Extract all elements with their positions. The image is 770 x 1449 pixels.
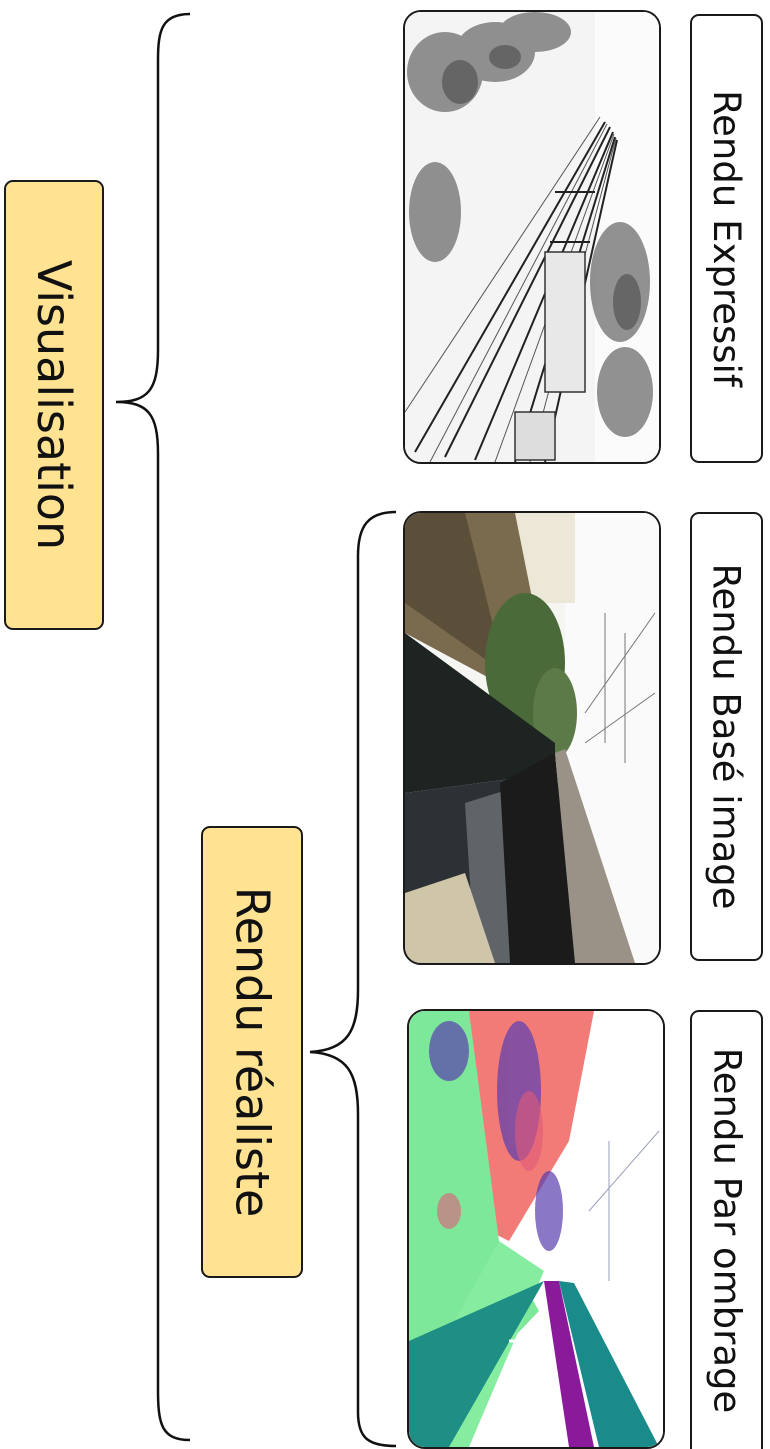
rendu-base-image-label-box: Rendu Basé image — [690, 512, 763, 961]
rendu-realiste-node: Rendu réaliste — [201, 826, 303, 1278]
rendu-par-ombrage-image — [407, 1009, 665, 1449]
rendu-base-image-label: Rendu Basé image — [705, 563, 748, 910]
rendu-par-ombrage-label-box: Rendu Par ombrage — [690, 1010, 763, 1449]
rendu-expressif-image — [403, 10, 661, 464]
rendu-expressif-label: Rendu Expressif — [705, 90, 748, 387]
rendu-realiste-label: Rendu réaliste — [225, 886, 279, 1218]
rendu-base-image-image — [403, 511, 661, 965]
realiste-brace — [309, 510, 397, 1448]
rendu-expressif-label-box: Rendu Expressif — [690, 14, 763, 463]
visualisation-node: Visualisation — [4, 180, 104, 630]
rendu-par-ombrage-label: Rendu Par ombrage — [705, 1047, 748, 1414]
root-brace — [115, 12, 191, 1442]
visualisation-label: Visualisation — [27, 259, 81, 551]
